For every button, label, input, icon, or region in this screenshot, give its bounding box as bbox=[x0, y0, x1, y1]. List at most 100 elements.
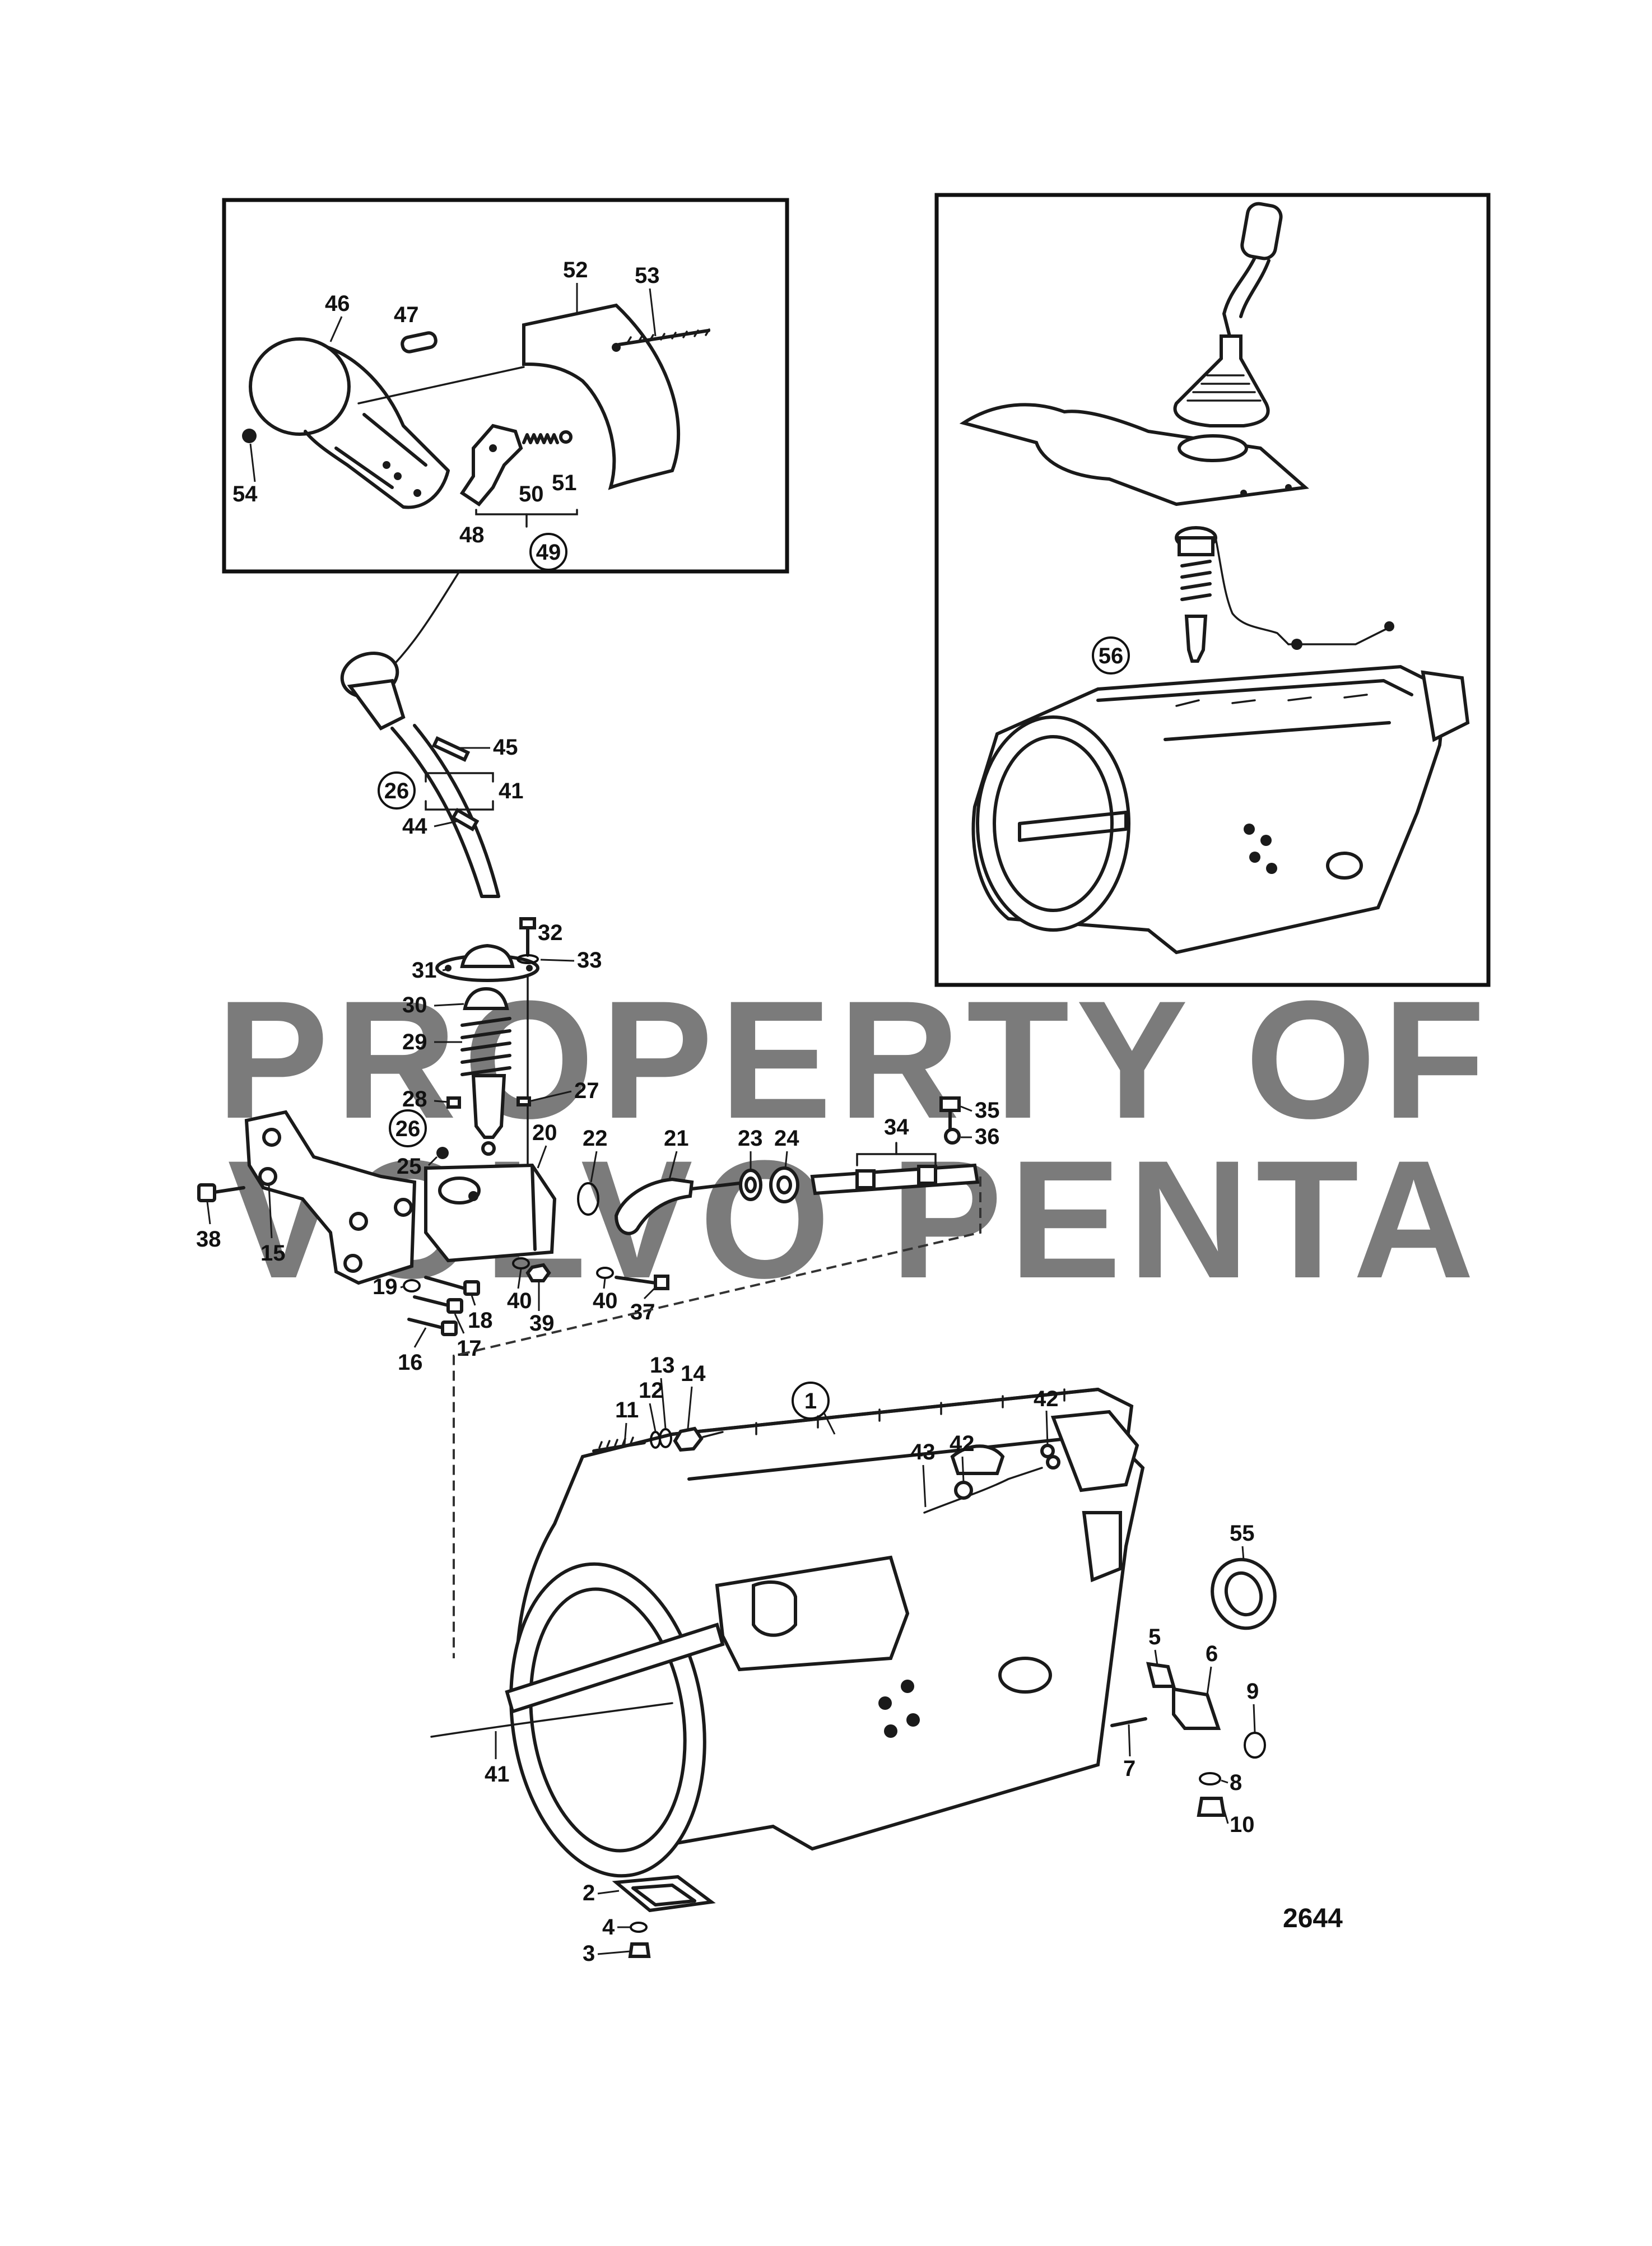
label-55: 55 bbox=[1230, 1521, 1255, 1546]
label-8: 8 bbox=[1230, 1770, 1242, 1795]
figure-number: 2644 bbox=[1283, 1904, 1343, 1933]
label-27: 27 bbox=[574, 1078, 599, 1103]
nut-illustration bbox=[242, 429, 257, 443]
label-11: 11 bbox=[615, 1398, 639, 1422]
fasteners-illustration bbox=[512, 1257, 669, 1290]
bolt-38-illustration bbox=[197, 1183, 245, 1202]
label-39: 39 bbox=[529, 1311, 555, 1336]
label-36: 36 bbox=[975, 1124, 1000, 1149]
label-29: 29 bbox=[402, 1030, 427, 1054]
label-24: 24 bbox=[774, 1126, 799, 1151]
gearbox-body-illustration bbox=[430, 1387, 1145, 1878]
label-52: 52 bbox=[563, 258, 588, 282]
speedometer-drive-illustration bbox=[1110, 1662, 1266, 1817]
gearbox-small-illustration bbox=[971, 664, 1470, 955]
circled-label-26-lower bbox=[389, 1109, 427, 1147]
label-3: 3 bbox=[583, 1941, 595, 1966]
label-9: 9 bbox=[1246, 1679, 1259, 1704]
inspection-cover-illustration bbox=[612, 1875, 716, 1958]
label-21: 21 bbox=[664, 1126, 689, 1151]
label-49: 49 bbox=[536, 540, 561, 565]
label-28: 28 bbox=[402, 1087, 427, 1112]
label-10: 10 bbox=[1230, 1812, 1255, 1837]
boot-flange-illustration bbox=[435, 943, 539, 982]
label-22: 22 bbox=[583, 1126, 608, 1151]
label-31: 31 bbox=[412, 958, 437, 983]
label-35: 35 bbox=[975, 1098, 1000, 1123]
label-56: 56 bbox=[1099, 644, 1124, 668]
label-50: 50 bbox=[519, 482, 544, 506]
label-4: 4 bbox=[602, 1915, 615, 1940]
label-1: 1 bbox=[804, 1389, 817, 1413]
shift-finger-illustration bbox=[446, 1074, 531, 1156]
label-32: 32 bbox=[538, 920, 563, 945]
tunnel-cover-illustration bbox=[959, 403, 1309, 506]
inset-right-panel: 56 bbox=[934, 193, 1491, 987]
bolt-35-illustration bbox=[939, 1096, 961, 1145]
stud-illustration bbox=[592, 1426, 724, 1453]
circled-label-56 bbox=[1092, 636, 1130, 675]
circled-label-49 bbox=[529, 533, 567, 571]
label-33: 33 bbox=[577, 948, 602, 973]
inset-left-panel: 46 47 52 53 54 48 50 51 49 bbox=[222, 198, 789, 574]
label-17: 17 bbox=[457, 1336, 482, 1361]
label-48: 48 bbox=[459, 523, 485, 547]
label-41-gearbox: 41 bbox=[485, 1762, 510, 1787]
label-54: 54 bbox=[232, 482, 258, 506]
remote-lever-illustration bbox=[1173, 202, 1283, 427]
label-7: 7 bbox=[1123, 1756, 1136, 1781]
label-47: 47 bbox=[394, 303, 419, 327]
seal-ring-illustration bbox=[1211, 1557, 1277, 1630]
spring-ball-illustration bbox=[522, 430, 573, 444]
label-25: 25 bbox=[397, 1154, 422, 1179]
latch-illustration bbox=[459, 424, 523, 506]
watermark-line-1: PROPERTY OF bbox=[217, 965, 1492, 1154]
label-45: 45 bbox=[493, 735, 518, 760]
mounting-bolts-illustration bbox=[403, 1276, 480, 1336]
mounting-bracket-illustration bbox=[244, 1110, 417, 1285]
circled-label-26-upper bbox=[378, 771, 416, 810]
inset-right-border bbox=[934, 193, 1491, 987]
label-12: 12 bbox=[639, 1378, 664, 1403]
label-19: 19 bbox=[373, 1275, 398, 1299]
label-23: 23 bbox=[738, 1126, 763, 1151]
label-26-upper: 26 bbox=[384, 779, 409, 803]
label-20: 20 bbox=[532, 1120, 557, 1145]
main-gearbox: 1 13 12 14 11 42 43 42 55 5 6 9 7 8 10 4… bbox=[430, 1353, 1277, 1966]
long-screw-illustration bbox=[617, 328, 710, 346]
label-53: 53 bbox=[635, 263, 660, 288]
label-46: 46 bbox=[325, 291, 350, 316]
gear-lever-illustration bbox=[340, 652, 500, 898]
watermark-line-2: VOLVO PENTA bbox=[227, 1125, 1481, 1313]
label-44: 44 bbox=[402, 814, 427, 839]
label-14: 14 bbox=[681, 1361, 706, 1386]
label-13: 13 bbox=[650, 1353, 675, 1378]
label-42a: 42 bbox=[1034, 1387, 1059, 1411]
label-15: 15 bbox=[260, 1241, 286, 1266]
label-41: 41 bbox=[499, 779, 524, 803]
label-37: 37 bbox=[630, 1300, 655, 1324]
pin-illustration bbox=[401, 331, 438, 354]
shift-knob-illustration bbox=[249, 337, 450, 509]
shifter-stack-illustration bbox=[1175, 526, 1394, 663]
label-18: 18 bbox=[468, 1308, 493, 1333]
label-43: 43 bbox=[910, 1440, 936, 1464]
label-51: 51 bbox=[552, 471, 577, 495]
label-38: 38 bbox=[196, 1227, 221, 1252]
label-42b: 42 bbox=[950, 1431, 975, 1456]
lever-assembly: 45 41 44 32 33 31 30 29 28 27 35 36 25 2… bbox=[196, 652, 1000, 1375]
label-40a: 40 bbox=[507, 1289, 532, 1313]
label-40b: 40 bbox=[593, 1289, 618, 1313]
shaft-components-illustration bbox=[577, 1163, 980, 1235]
shift-housing-illustration bbox=[424, 1147, 557, 1263]
label-26-lower: 26 bbox=[395, 1117, 421, 1141]
label-30: 30 bbox=[402, 993, 427, 1017]
label-2: 2 bbox=[583, 1881, 595, 1905]
circled-label-1 bbox=[792, 1382, 830, 1420]
label-34: 34 bbox=[884, 1115, 909, 1140]
label-5: 5 bbox=[1148, 1625, 1161, 1649]
label-6: 6 bbox=[1206, 1642, 1218, 1666]
label-16: 16 bbox=[398, 1350, 423, 1375]
spring-cup-illustration bbox=[460, 987, 511, 1076]
